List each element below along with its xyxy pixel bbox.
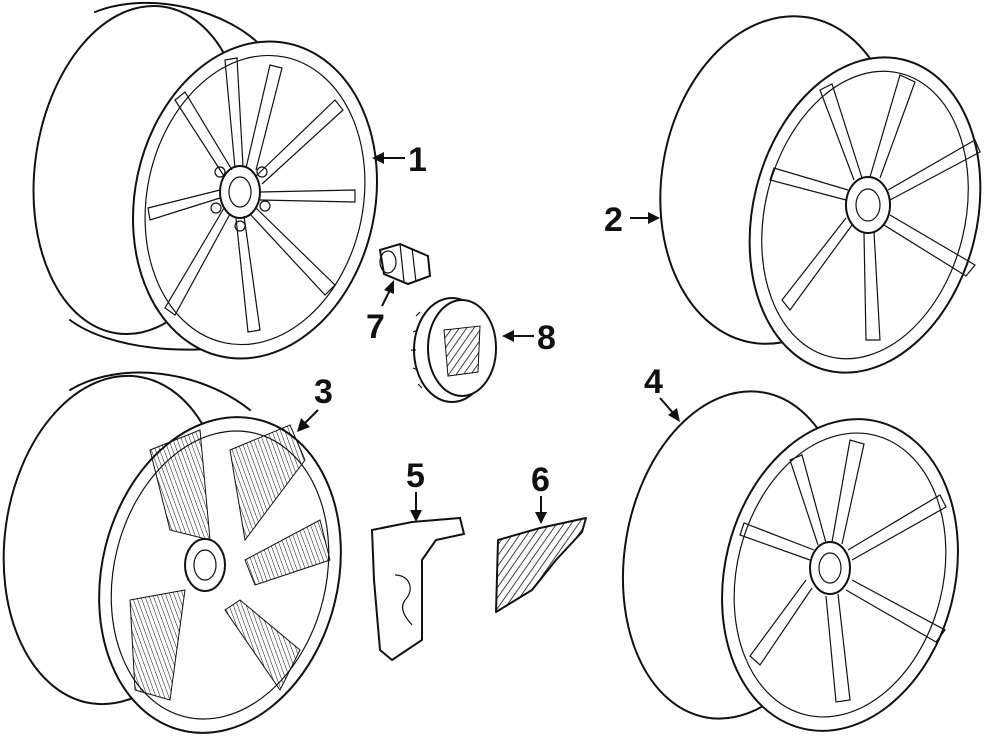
- callout-2: 2: [604, 201, 660, 239]
- callout-label-2: 2: [604, 201, 623, 239]
- callout-label-6: 6: [531, 461, 550, 499]
- callout-1: 1: [372, 141, 427, 179]
- callout-5: 5: [406, 457, 425, 522]
- center-cap-8: [411, 297, 497, 403]
- wheel-3: [2, 371, 342, 734]
- callouts: 1 2 3 4 5 6: [297, 141, 680, 524]
- callout-label-5: 5: [406, 457, 425, 495]
- callout-7: 7: [366, 280, 394, 346]
- callout-8: 8: [502, 319, 556, 357]
- wheel-1: [32, 1, 379, 360]
- insert-6: [495, 517, 587, 613]
- callout-4: 4: [644, 363, 680, 422]
- lug-nut-7: [378, 242, 432, 286]
- wheel-4: [621, 390, 959, 732]
- callout-label-1: 1: [408, 141, 427, 179]
- callout-3: 3: [297, 373, 333, 432]
- callout-6: 6: [531, 461, 550, 524]
- insert-5: [370, 516, 466, 662]
- callout-label-3: 3: [314, 373, 333, 411]
- callout-label-4: 4: [644, 363, 663, 401]
- wheel-2: [659, 15, 982, 374]
- callout-label-7: 7: [366, 308, 385, 346]
- callout-label-8: 8: [537, 319, 556, 357]
